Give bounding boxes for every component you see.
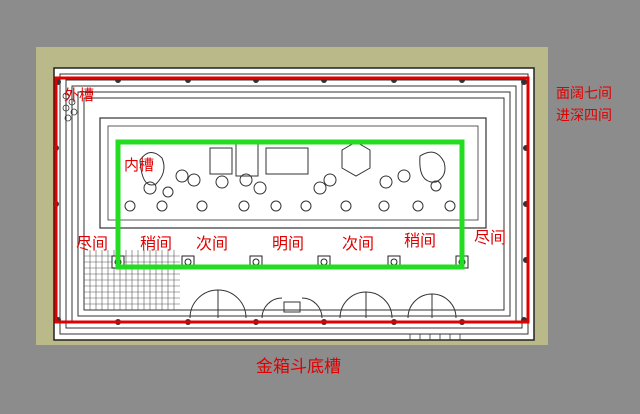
width-note: 面阔七间 xyxy=(556,86,612,102)
floor-grid xyxy=(84,250,180,310)
outer-trough-outline xyxy=(54,76,530,324)
altar-table xyxy=(283,301,301,313)
front-doors xyxy=(189,289,457,319)
diagram-caption: 金箱斗底槽 xyxy=(256,357,341,377)
inner-trough-outline xyxy=(115,139,465,270)
scale-bar xyxy=(409,333,461,341)
bay-label-second-left: 次间 xyxy=(196,234,228,253)
bay-label-end-right: 尽间 xyxy=(474,228,506,247)
depth-note: 进深四间 xyxy=(556,108,612,124)
bay-label-slender-right: 稍间 xyxy=(404,231,436,250)
inner-trough-label: 内槽 xyxy=(124,156,154,174)
outer-trough-figures xyxy=(62,92,78,122)
bay-label-slender-left: 稍间 xyxy=(140,234,172,253)
inner-platform xyxy=(99,117,487,229)
outer-trough-label: 外槽 xyxy=(64,86,94,104)
bay-label-end-left: 尽间 xyxy=(76,234,108,253)
bay-label-central: 明间 xyxy=(272,234,304,253)
bay-label-second-right: 次间 xyxy=(342,234,374,253)
interior-columns xyxy=(124,200,456,212)
